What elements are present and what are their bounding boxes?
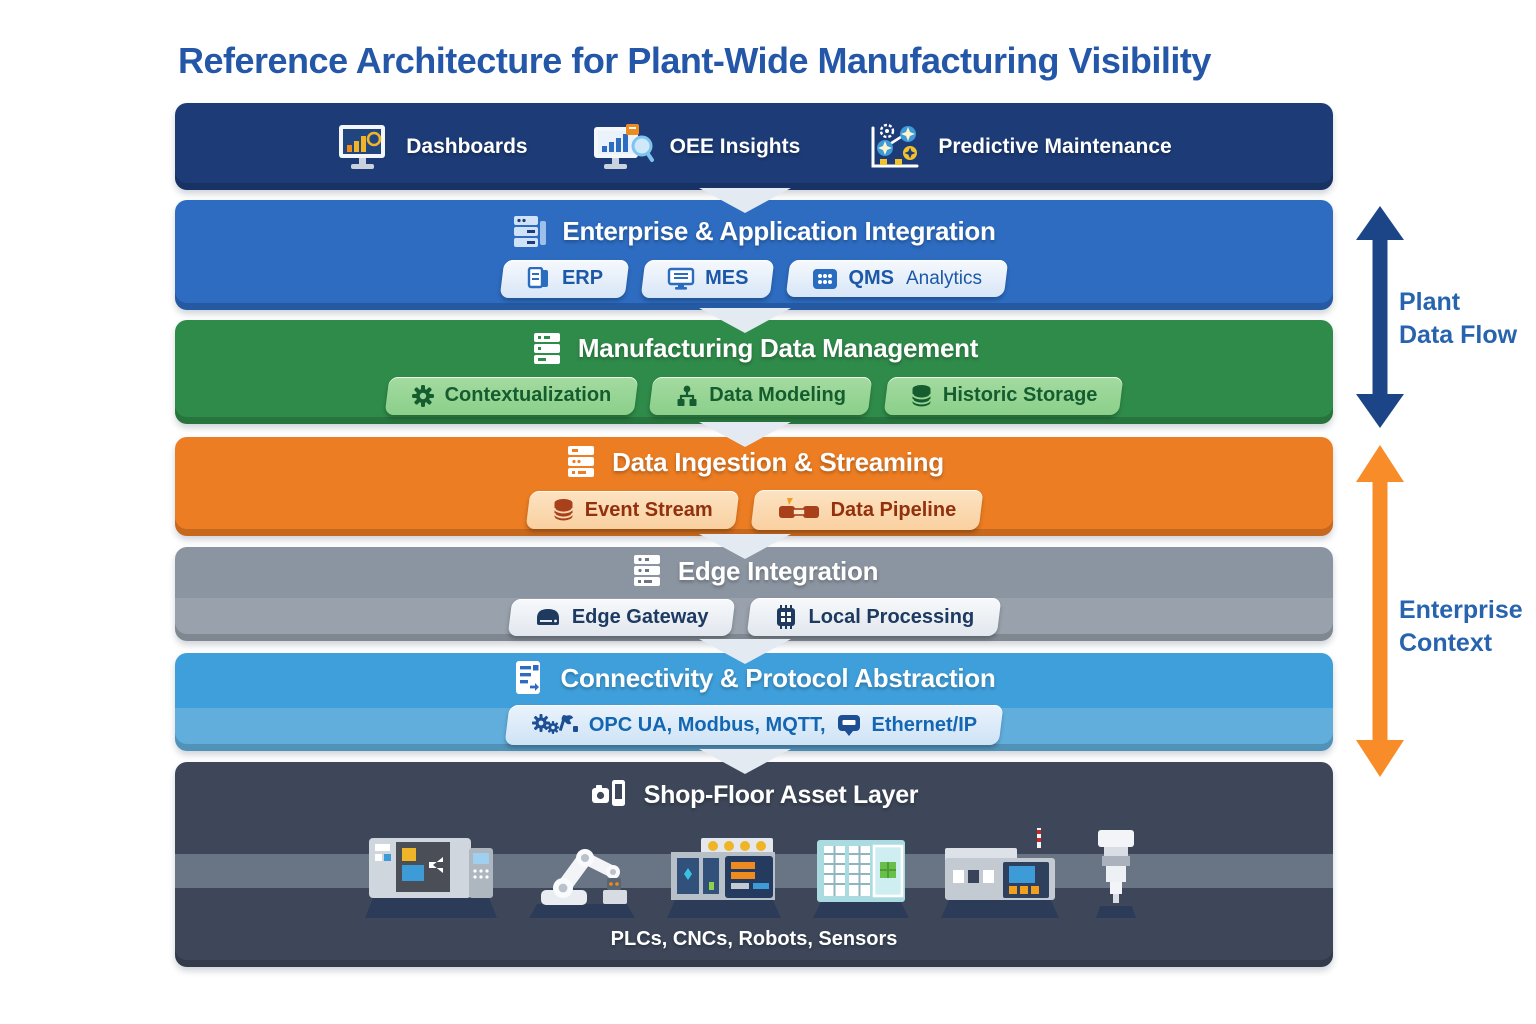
chip-erp: ERP <box>502 260 627 298</box>
ingestion-chips: Event Stream Data Pipeline <box>528 490 980 530</box>
app-item-predictive: Predictive Maintenance <box>864 122 1172 172</box>
app-item-label: Predictive Maintenance <box>938 134 1172 158</box>
machine-control-panel-illustration <box>667 838 781 918</box>
qms-grid-icon <box>813 268 838 289</box>
data-management-header: Manufacturing Data Management <box>530 330 978 368</box>
asset-devices-icon <box>591 780 625 806</box>
machines-row <box>365 818 1143 918</box>
server-stack-icon <box>533 332 560 364</box>
connectivity-band: Connectivity & Protocol Abstraction <box>175 653 1333 751</box>
hmi-machine-illustration <box>941 828 1059 918</box>
chip-label: QMS <box>848 267 894 289</box>
edge-chips: Edge Gateway Local Processing <box>510 598 998 636</box>
chip-label: ERP <box>561 267 604 289</box>
plant-data-flow-arrow-icon <box>1356 206 1404 428</box>
enterprise-context-arrow-icon <box>1356 445 1404 777</box>
chip-label: Historic Storage <box>942 384 1098 406</box>
chip-label-ethernet: Ethernet/IP <box>871 713 978 736</box>
chip-sublabel: Analytics <box>906 267 983 289</box>
enterprise-header: Enterprise & Application Integration <box>512 213 996 251</box>
page-title: Reference Architecture for Plant-Wide Ma… <box>178 40 1211 81</box>
layer-heading: Connectivity & Protocol Abstraction <box>560 662 996 693</box>
pipeline-icon <box>778 498 819 518</box>
server-stack-icon <box>514 215 547 247</box>
shop-floor-header: Shop-Floor Asset Layer <box>590 778 919 812</box>
data-management-band: Manufacturing Data Management Contextual… <box>175 320 1333 424</box>
server-stack-icon <box>633 555 660 586</box>
oee-chart-icon <box>593 123 654 169</box>
chip-protocols: OPC UA, Modbus, MQTT, Ethernet/IP <box>507 705 1001 745</box>
plant-data-flow-label: Plant Data Flow <box>1399 288 1518 349</box>
data-management-chips: Contextualization Data Modeling Historic… <box>387 377 1122 415</box>
chip-qms-analytics: QMS Analytics <box>788 260 1006 297</box>
database-icon <box>553 499 574 521</box>
data-model-icon <box>677 385 697 406</box>
gears-cluster-icon <box>531 714 578 734</box>
cnc-machine-illustration <box>365 838 497 918</box>
chip-label: Contextualization <box>444 384 612 406</box>
edge-header: Edge Integration <box>630 552 878 590</box>
ethernet-device-icon <box>837 715 860 736</box>
server-cabinet-illustration <box>813 840 909 918</box>
chip-event-stream: Event Stream <box>528 491 737 529</box>
chip-label: Event Stream <box>584 498 713 521</box>
erp-document-icon <box>527 266 548 288</box>
applications-layer-band: Dashboards OEE Insights <box>175 103 1333 190</box>
connectivity-header: Connectivity & Protocol Abstraction <box>513 659 996 697</box>
app-item-dashboards: Dashboards <box>336 123 528 171</box>
enterprise-chips: ERP MES QMS Analytics <box>502 260 1006 298</box>
gateway-device-icon <box>536 609 559 625</box>
edge-integration-band: Edge Integration Edge Gateway <box>175 547 1333 641</box>
app-item-label: OEE Insights <box>669 134 801 158</box>
chip-data-pipeline: Data Pipeline <box>753 490 981 530</box>
chip-label: Local Processing <box>808 605 975 628</box>
layer-heading: Manufacturing Data Management <box>577 333 979 363</box>
chip-label: Data Modeling <box>709 384 846 406</box>
layer-heading: Edge Integration <box>677 555 879 586</box>
mes-monitor-icon <box>667 267 695 290</box>
layer-heading: Data Ingestion & Streaming <box>612 446 944 477</box>
chip-data-modeling: Data Modeling <box>651 377 870 415</box>
chip-label-protocols: OPC UA, Modbus, MQTT, <box>588 713 826 736</box>
layer-heading: Shop-Floor Asset Layer <box>643 780 919 809</box>
chip-local-processing: Local Processing <box>749 598 999 636</box>
predictive-scatter-icon <box>871 123 919 167</box>
dashboard-monitor-icon <box>339 124 386 169</box>
shop-floor-caption: PLCs, CNCs, Robots, Sensors <box>610 928 898 950</box>
chip-label: Edge Gateway <box>571 605 709 628</box>
gear-icon <box>411 384 434 407</box>
shop-floor-band: Shop-Floor Asset Layer <box>175 762 1333 967</box>
enterprise-context-label: Enterprise Context <box>1399 596 1523 657</box>
ingestion-header: Data Ingestion & Streaming <box>564 443 944 481</box>
app-item-label: Dashboards <box>406 134 528 158</box>
ingestion-band: Data Ingestion & Streaming Event Stream <box>175 437 1333 536</box>
server-stack-icon <box>568 446 595 477</box>
processor-chip-icon <box>776 605 795 629</box>
protocol-document-icon <box>515 661 540 694</box>
chip-label: MES <box>705 267 749 289</box>
chip-historic-storage: Historic Storage <box>886 377 1121 415</box>
database-icon <box>911 384 932 406</box>
enterprise-integration-band: Enterprise & Application Integration ERP <box>175 200 1333 310</box>
connectivity-chips: OPC UA, Modbus, MQTT, Ethernet/IP <box>507 705 1001 745</box>
chip-contextualization: Contextualization <box>387 377 636 415</box>
layer-heading: Enterprise & Application Integration <box>562 216 996 246</box>
app-item-oee: OEE Insights <box>592 123 801 171</box>
chip-label: Data Pipeline <box>830 498 957 521</box>
sensor-probe-illustration <box>1096 830 1136 918</box>
chip-mes: MES <box>643 260 772 298</box>
chip-edge-gateway: Edge Gateway <box>510 599 733 636</box>
robot-arm-illustration <box>529 849 635 918</box>
